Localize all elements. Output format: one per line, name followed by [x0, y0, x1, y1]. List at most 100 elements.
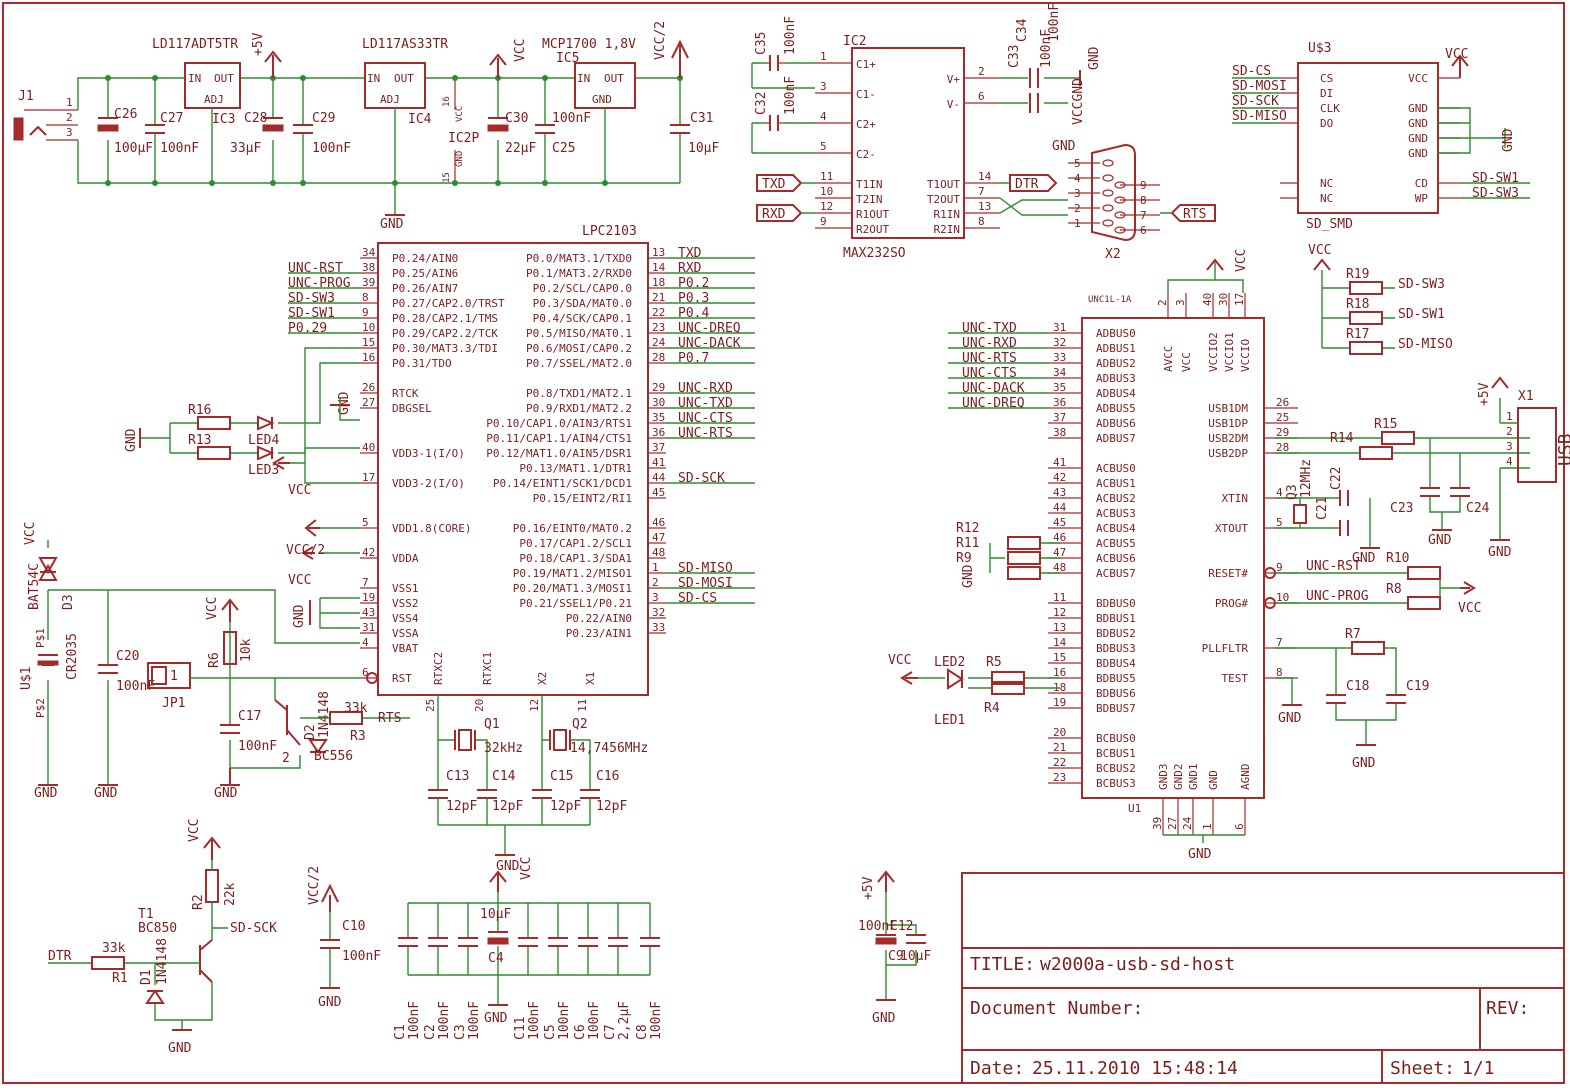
- ft-right-pin-name: XTOUT: [1215, 522, 1248, 535]
- max232-ref: IC2: [843, 34, 866, 49]
- ft-left-pin-num: 14: [1053, 636, 1067, 649]
- cap-c27: C27 100nF: [145, 78, 199, 183]
- max232-vcc: VCCGND: [1071, 78, 1086, 125]
- c10-gnd: GND: [318, 995, 342, 1010]
- cap-c28: C28 33µF: [230, 78, 284, 183]
- ic4-name: LD117AS33TR: [362, 37, 448, 52]
- bc556-val: BC556: [314, 749, 353, 764]
- d1-val: 1N4148: [155, 938, 170, 985]
- decap-val: 100nF: [437, 1001, 452, 1040]
- lpc-right-pin-num: 3: [652, 591, 659, 604]
- decap-ref: C11: [513, 1017, 528, 1040]
- lpc-right-net-label: P0.3: [678, 291, 709, 306]
- r3-ref: R3: [350, 729, 366, 744]
- sd-net-label: SD-SW1: [1472, 171, 1519, 186]
- decap-ref: C6: [573, 1024, 588, 1040]
- r1-ref: R1: [112, 971, 128, 986]
- max232-left-pin-name: R1OUT: [856, 208, 889, 221]
- db9-pin-num: 5: [1074, 157, 1081, 170]
- lpc-right-pin-num: 47: [652, 531, 665, 544]
- sd-left-pin-name: NC: [1320, 192, 1333, 205]
- c12-val: 10µF: [900, 949, 931, 964]
- lpc-bottom-pin-name: X1: [584, 672, 597, 685]
- t2-pin: 2: [282, 751, 290, 766]
- ft-left-pin-num: 21: [1053, 741, 1066, 754]
- db9-pin-num: 3: [1074, 187, 1081, 200]
- c16-ref: C16: [596, 769, 619, 784]
- lpc-left-pin-name: VSS1: [392, 582, 419, 595]
- max232-right-pin-name: R1IN: [934, 208, 961, 221]
- lpc-left-pin-num: 7: [362, 576, 369, 589]
- c15-val: 12pF: [550, 799, 581, 814]
- lpc-left-pin-num: 26: [362, 381, 375, 394]
- t1-dtr: DTR: [48, 949, 72, 964]
- lpc-left-net-label: P0.29: [288, 321, 327, 336]
- led-vcc: VCC: [888, 653, 911, 668]
- c10-vcc2: VCC/2: [307, 866, 322, 905]
- decap-capacitor: [548, 937, 568, 947]
- c33-val: 100nF: [1039, 29, 1054, 68]
- lpc-right-pin-num: 13: [652, 246, 665, 259]
- r13-ref: R13: [188, 433, 211, 448]
- u1-ref: U$1: [19, 667, 34, 690]
- c14-ref: C14: [492, 769, 516, 784]
- ft-top-pin-name: VCCIO2: [1207, 332, 1220, 372]
- ft-top-pin-name: VCC: [1180, 352, 1193, 372]
- bank-vcc: VCC: [519, 857, 534, 880]
- q3-ref: Q3: [1285, 484, 1300, 500]
- ft-left-pin-num: 46: [1053, 531, 1066, 544]
- usb-connector-x1: [1517, 407, 1557, 483]
- x1-pin4: 4: [1506, 455, 1513, 468]
- bank-gnd: GND: [484, 1011, 508, 1026]
- title-value: w2000a-usb-sd-host: [1040, 954, 1235, 975]
- sd-ref: U$3: [1308, 41, 1331, 56]
- lpc-right-net-label: TXD: [678, 246, 702, 261]
- ft-left-pin-name: BDBUS6: [1096, 687, 1136, 700]
- lpc-right-pin-num: 48: [652, 546, 665, 559]
- ft-right-pin-name: USB1DM: [1208, 402, 1248, 415]
- ft-left-pin-name: BDBUS5: [1096, 672, 1136, 685]
- vcc2-label-1: VCC/2: [653, 21, 668, 60]
- db9-pin-contact: [1114, 211, 1126, 219]
- ft-right-pin-name: USB1DP: [1208, 417, 1248, 430]
- ft-left-pin-num: 34: [1053, 366, 1067, 379]
- ft-left-pin-name: ADBUS1: [1096, 342, 1136, 355]
- ic4-in: IN: [367, 72, 380, 85]
- db9-pin-contact: [1102, 174, 1114, 182]
- vcc-arrow-lpc-icon: [272, 456, 290, 470]
- ft-right-pin-name: PLLFLTR: [1202, 642, 1249, 655]
- ic5-out: OUT: [604, 72, 624, 85]
- decap-ref: C2: [423, 1024, 438, 1040]
- txd-connector: [756, 174, 803, 192]
- lpc-right-pin-num: 46: [652, 516, 665, 529]
- test-gnd: GND: [1278, 711, 1302, 726]
- ft-left-pin-num: 22: [1053, 756, 1066, 769]
- lpc-left-pin-name: VSS4: [392, 612, 419, 625]
- ft-left-pin-name: ADBUS6: [1096, 417, 1136, 430]
- lpc-right-pin-num: 1: [652, 561, 659, 574]
- txd-conn-label: TXD: [762, 177, 786, 192]
- ft-left-pin-name: ADBUS0: [1096, 327, 1136, 340]
- doc-number-label: Document Number:: [970, 998, 1143, 1019]
- ic2p-p15: 15: [442, 172, 452, 183]
- r6-gnd: GND: [214, 786, 238, 801]
- lpc-right-pin-name: P0.13/MAT1.1/DTR1: [519, 462, 632, 475]
- lpc-name: LPC2103: [582, 224, 637, 239]
- max232-left-pin-num: 11: [820, 170, 833, 183]
- j1-pin1: 1: [66, 96, 73, 109]
- ft-left-pin-num: 16: [1053, 666, 1066, 679]
- max232-right-pin-name: R2IN: [934, 223, 961, 236]
- d3-val: BAT54C: [27, 563, 42, 610]
- lpc-left-pin-num: 6: [362, 666, 369, 679]
- c33-ref: C33: [1007, 45, 1022, 68]
- r19-vcc: VCC: [1308, 243, 1331, 258]
- r2-vcc: VCC: [187, 819, 202, 842]
- ft-left-pin-num: 19: [1053, 696, 1066, 709]
- r6-vcc: VCC: [205, 597, 220, 620]
- ft-left-pin-name: ACBUS1: [1096, 477, 1136, 490]
- ft-left-pin-name: BCBUS1: [1096, 747, 1136, 760]
- decap-val: 100nF: [587, 1001, 602, 1040]
- sd-left-pin-name: DI: [1320, 87, 1333, 100]
- ft-left-net-label: UNC-DREQ: [962, 396, 1025, 411]
